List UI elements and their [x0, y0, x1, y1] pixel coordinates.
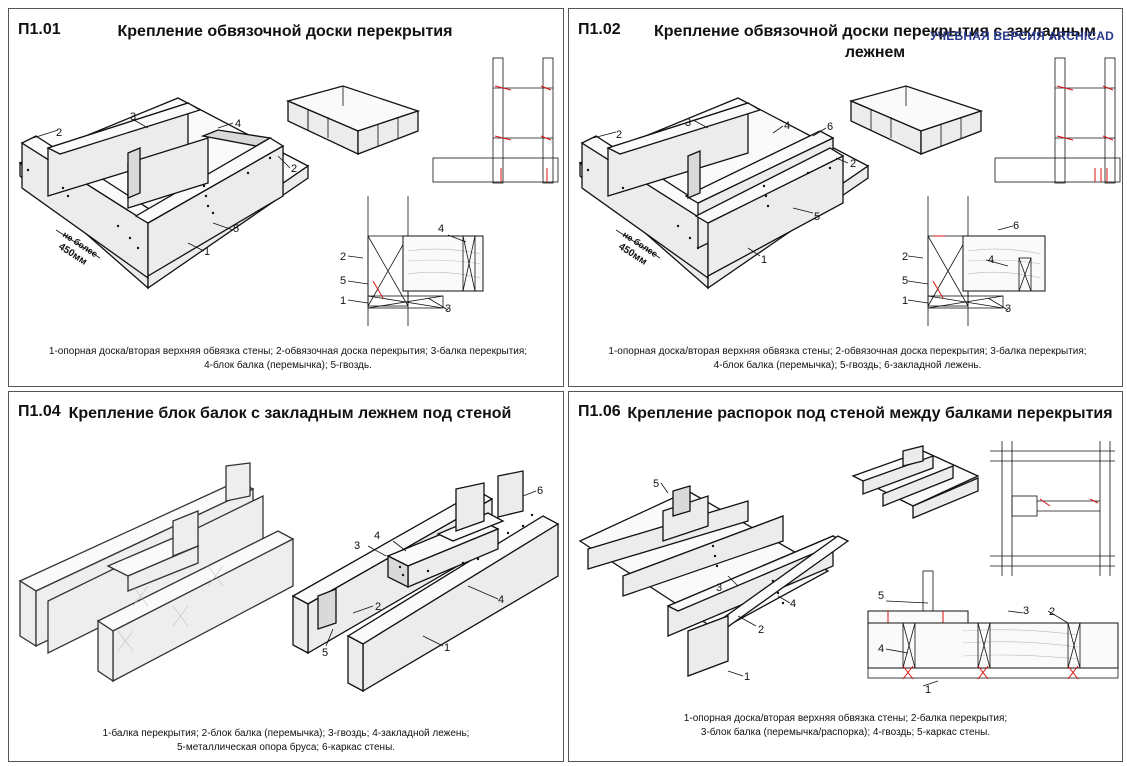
callout-number: 2	[291, 163, 297, 175]
callout-number: 5	[340, 275, 346, 287]
callout-number: 5	[322, 647, 328, 659]
callout-number: 1	[744, 671, 750, 683]
callout-number: 2	[340, 251, 346, 263]
isometric-drawing: не более 450мм 2 3 4 6 2 5 1	[578, 57, 1121, 326]
callout-number: 2	[902, 251, 908, 263]
callout-number: 1	[444, 642, 450, 654]
callout-number: 4	[498, 594, 504, 606]
callout-number: 1	[761, 254, 767, 266]
caption: 1-опорная доска/вторая верхняя обвязка с…	[588, 712, 1103, 740]
panel-title: Крепление обвязочной доски перекрытия с …	[650, 21, 1100, 63]
callout-number: 3	[716, 582, 722, 594]
watermark: УЧЕБНАЯ ВЕРСИЯ ARCHICAD	[930, 29, 1115, 43]
callout-number: 3	[130, 111, 136, 123]
callout-number: 4	[235, 118, 241, 130]
callout-number: 3	[354, 540, 360, 552]
caption: 1-опорная доска/вторая верхняя обвязка с…	[28, 345, 548, 373]
title-line: лежнем	[844, 44, 906, 61]
panel-title: Крепление распорок под стеной между балк…	[627, 405, 1113, 422]
callout-number: 1	[340, 295, 346, 307]
callout-number: 4	[438, 223, 444, 235]
caption-line: 1-балка перекрытия; 2-блок балка (перемы…	[102, 728, 470, 739]
callout-number: 3	[685, 117, 691, 129]
callout-number: 5	[902, 275, 908, 287]
caption-line: 4-блок балка (перемычка); 5-гвоздь; 6-за…	[713, 360, 982, 371]
caption-line: 1-опорная доска/вторая верхняя обвязка с…	[48, 346, 528, 357]
isometric-drawing: не более 450мм 2 3 4 2 5 1	[18, 57, 559, 326]
callout-number: 2	[850, 158, 856, 170]
callout-number: 5	[233, 223, 239, 235]
callout-number: 4	[790, 598, 796, 610]
panel-code: П1.01	[18, 21, 61, 38]
panel-title: Крепление обвязочной доски перекрытия	[117, 23, 453, 40]
callout-number: 6	[537, 485, 543, 497]
callout-number: 1	[925, 684, 931, 696]
callout-number: 3	[445, 303, 451, 315]
callout-number: 6	[1013, 220, 1019, 232]
panel-code: П1.02	[578, 21, 621, 38]
caption-line: 5-металлическая опора бруса; 6-каркас ст…	[176, 742, 396, 753]
callout-number: 6	[827, 121, 833, 133]
panel-code: П1.04	[18, 403, 61, 420]
callout-number: 4	[784, 120, 790, 132]
callout-number: 2	[56, 127, 62, 139]
callout-number: 1	[204, 246, 210, 258]
callout-number: 5	[814, 211, 820, 223]
callout-number: 2	[1049, 606, 1055, 618]
callout-number: 5	[653, 478, 659, 490]
callout-number: 2	[616, 129, 622, 141]
isometric-drawing: 5 3 4 2 1 5 4 3 2 1	[578, 441, 1119, 696]
title-line: Крепление обвязочной доски перекрытия с …	[654, 23, 1096, 40]
callout-number: 2	[758, 624, 764, 636]
caption-line: 1-опорная доска/вторая верхняя обвязка с…	[683, 713, 1008, 724]
callout-number: 2	[375, 601, 381, 613]
caption-line: 3-блок балка (перемычка/распорка); 4-гво…	[700, 727, 991, 738]
callout-number: 3	[1005, 303, 1011, 315]
panel-code: П1.06	[578, 403, 621, 420]
isometric-drawing: 4 3 6 4 2 5 1	[18, 462, 560, 693]
panel-title: Крепление блок балок с закладным лежнем …	[68, 405, 512, 422]
caption: 1-балка перекрытия; 2-блок балка (перемы…	[28, 727, 544, 755]
callout-number: 4	[878, 643, 884, 655]
callout-number: 1	[902, 295, 908, 307]
callout-number: 5	[878, 590, 884, 602]
callout-number: 3	[1023, 605, 1029, 617]
caption-line: 4-блок балка (перемычка); 5-гвоздь.	[204, 360, 372, 371]
caption: 1-опорная доска/вторая верхняя обвязка с…	[590, 345, 1105, 373]
caption-line: 1-опорная доска/вторая верхняя обвязка с…	[608, 346, 1087, 357]
callout-number: 4	[374, 530, 380, 542]
callout-number: 4	[988, 254, 994, 266]
